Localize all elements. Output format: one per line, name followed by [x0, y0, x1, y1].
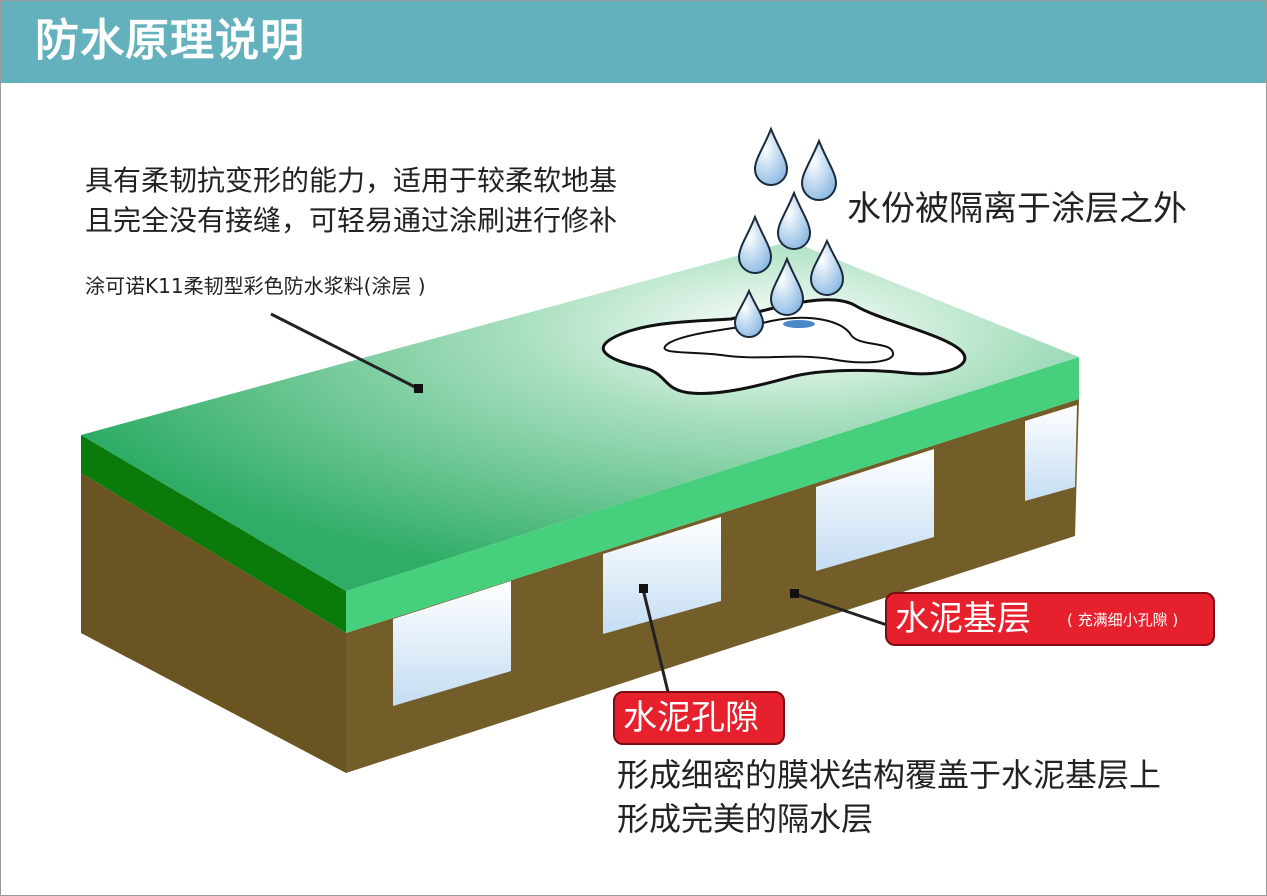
water-drop-icon: [769, 256, 805, 316]
base-layer-note: ( 充满细小孔隙 ): [1067, 611, 1179, 629]
result-line: 形成细密的膜状结构覆盖于水泥基层上: [617, 756, 1162, 794]
water-drop-icon: [800, 138, 838, 201]
water-puddle-ripple: [663, 316, 894, 364]
leader-marker-base: [790, 589, 799, 598]
cement-pore: [603, 517, 721, 634]
water-drop-icon: [776, 190, 812, 250]
description-line: 且完全没有接缝，可轻易通过涂刷进行修补: [85, 204, 618, 237]
pores-badge: 水泥孔隙: [613, 691, 785, 745]
cement-pore: [393, 581, 511, 706]
coating-description: 具有柔韧抗变形的能力，适用于较柔软地基 且完全没有接缝，可轻易通过涂刷进行修补: [85, 161, 617, 241]
cement-base-side: [81, 473, 346, 773]
pores-label: 水泥孔隙: [623, 698, 759, 738]
water-drop-icon: [753, 126, 789, 186]
cement-pore: [816, 449, 934, 571]
leader-lines: [270, 312, 888, 697]
base-layer-label: 水泥基层: [895, 599, 1031, 639]
leader-line-coating: [270, 312, 420, 391]
coating-side: [81, 435, 346, 633]
product-label: 涂可诺K11柔韧型彩色防水浆料(涂层 ): [85, 274, 426, 298]
leader-line-pore: [641, 588, 671, 697]
coating-front: [346, 357, 1079, 633]
description-line: 具有柔韧抗变形的能力，适用于较柔软地基: [85, 164, 618, 197]
water-splash: [783, 320, 815, 328]
leader-line-base: [794, 592, 888, 627]
water-separated-label: 水份被隔离于涂层之外: [847, 189, 1187, 229]
water-drop-icon: [809, 238, 845, 296]
page-title: 防水原理说明: [35, 15, 305, 66]
cement-pore: [1025, 405, 1077, 501]
result-description: 形成细密的膜状结构覆盖于水泥基层上 形成完美的隔水层: [617, 753, 1161, 841]
water-drops: [733, 126, 845, 338]
leader-marker-pore: [639, 584, 648, 593]
result-line: 形成完美的隔水层: [617, 800, 874, 838]
base-layer-badge: 水泥基层 ( 充满细小孔隙 ): [885, 592, 1215, 646]
water-drop-icon: [733, 288, 765, 338]
header-bar: 防水原理说明: [1, 1, 1266, 83]
leader-marker-coating: [414, 384, 423, 393]
water-drop-icon: [737, 214, 773, 274]
